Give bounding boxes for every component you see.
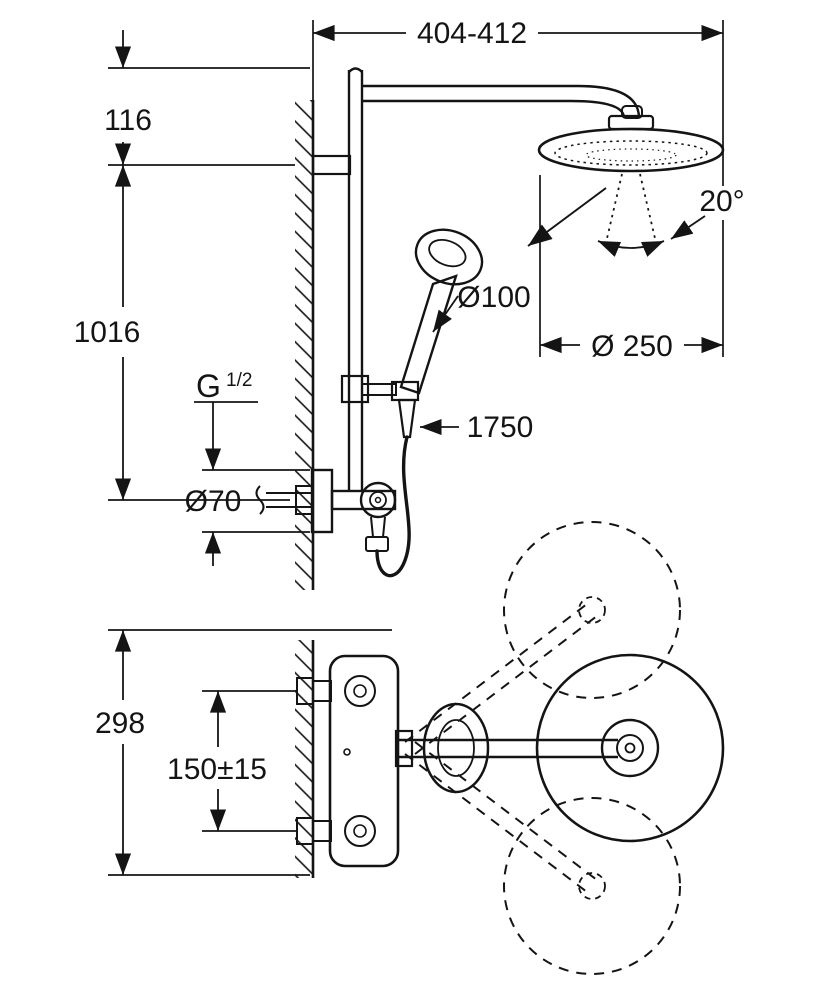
arm-pivot-plan — [394, 729, 414, 768]
thermostat-knob-inner — [369, 491, 387, 509]
dim-116-label: 116 — [104, 104, 152, 137]
head-spray-face-outer — [554, 140, 708, 166]
thread-fraction-label: 1/2 — [226, 370, 252, 391]
swivel-arm-bottom-b — [414, 741, 598, 881]
dim-150-label: 150±15 — [167, 753, 267, 786]
swivel-arm-top-b — [414, 615, 598, 755]
glide-clamp — [340, 374, 370, 404]
head-hub-center — [624, 742, 636, 754]
hand-shower-head — [414, 228, 484, 286]
wall-hatch-front — [295, 100, 313, 590]
head-shower-plan-outline — [535, 653, 725, 843]
handle-bottom-plan — [344, 815, 376, 847]
outlet-right-line — [382, 516, 386, 538]
swivel-circle-top — [503, 521, 681, 699]
head-hub-outer — [600, 718, 660, 778]
thread-g-label: G — [196, 368, 221, 404]
hose-cone — [397, 398, 417, 439]
swivel-hub-bottom — [578, 872, 606, 900]
shower-arm-inner — [362, 99, 626, 119]
dim-angle-label: 20° — [699, 185, 744, 218]
head-ball-joint — [621, 105, 643, 119]
hand-dia-leader — [432, 295, 459, 333]
thermostat-knob — [359, 481, 397, 519]
plan-view — [295, 521, 725, 975]
dim-hose-length-label: 1750 — [467, 411, 534, 444]
front-dimensions: 404-412 116 1016 20° Ø100 Ø 250 G 1/2 Ø7… — [74, 17, 745, 566]
plan-dimensions: 298 150±15 — [95, 629, 392, 876]
angle-arc — [597, 240, 665, 257]
shower-hose — [375, 435, 411, 578]
dim-top-width-label: 404-412 — [417, 17, 527, 50]
hand-shower-plan-inner — [437, 719, 475, 777]
handle-top-plan — [344, 675, 376, 707]
tilt-arrow — [527, 187, 607, 247]
swivel-arm-top-a — [404, 603, 588, 743]
head-spray-face-inner — [585, 148, 677, 162]
holder-arm — [361, 383, 397, 396]
rail-wall-bracket — [311, 154, 352, 176]
spray-line-left — [604, 173, 623, 248]
dim-escutcheon-label: Ø70 — [185, 485, 242, 518]
swivel-circle-bottom — [503, 797, 681, 975]
rail-top-cap — [348, 67, 363, 73]
dim-1016-label: 1016 — [74, 316, 141, 349]
thermostat-knob-center — [374, 496, 382, 504]
outlet-left-line — [370, 516, 374, 538]
body-center-mark — [343, 748, 351, 756]
swivel-arm-bottom-a — [404, 753, 588, 893]
swivel-hub-top — [578, 596, 606, 624]
head-hub-mid — [616, 734, 644, 762]
spray-line-right — [639, 173, 658, 248]
dim-298-label: 298 — [95, 707, 145, 740]
handle-top-inner — [353, 684, 367, 698]
angle-leader — [670, 215, 706, 240]
thermostat-body-plan — [328, 654, 400, 868]
handle-bottom-inner — [353, 824, 367, 838]
shower-arm-outer — [362, 84, 641, 119]
hand-shower-face-inner — [428, 238, 467, 268]
hand-shower-face-outline — [414, 228, 484, 286]
dim-hand-dia-label: Ø100 — [457, 281, 530, 314]
dim-head-dia-label: Ø 250 — [591, 330, 673, 363]
front-view — [255, 67, 725, 590]
